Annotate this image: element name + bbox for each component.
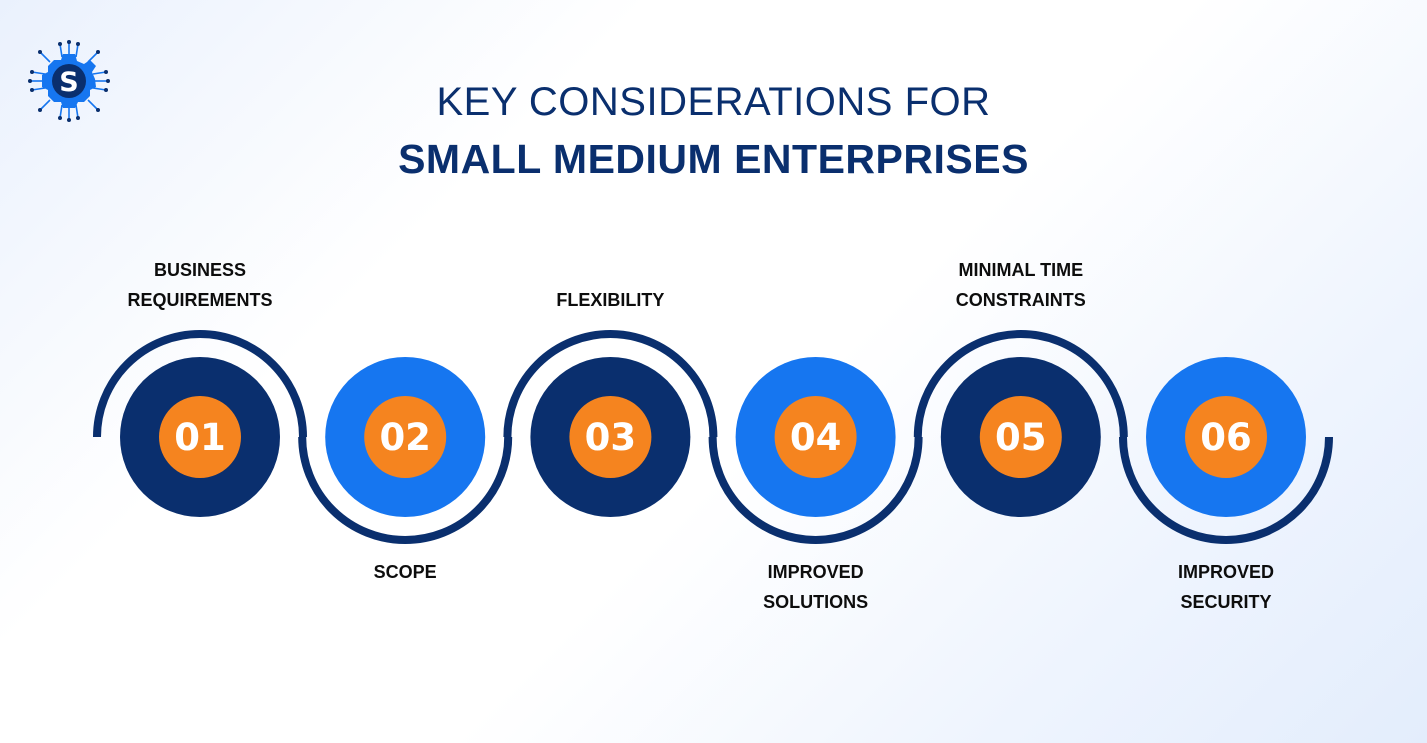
step-number-badge	[159, 396, 241, 478]
step-label-line: IMPROVED	[767, 562, 864, 582]
step-number: 02	[379, 416, 431, 459]
step-number: 04	[790, 416, 842, 459]
step-number-badge	[364, 396, 447, 478]
step-label-line: SOLUTIONS	[763, 592, 869, 612]
step-02: 02	[325, 357, 486, 517]
step-label-line: SECURITY	[1180, 592, 1272, 612]
step-connector-arc	[298, 436, 513, 544]
step-connector-arc	[1119, 436, 1333, 544]
step-label-05: MINIMAL TIME CONSTRAINTS	[901, 255, 1141, 315]
page-title-line1: KEY CONSIDERATIONS FOR	[436, 80, 991, 124]
step-number: 06	[1200, 416, 1252, 459]
step-label-01: BUSINESS REQUIREMENTS	[80, 255, 320, 315]
step-label-line: REQUIREMENTS	[127, 290, 273, 310]
step-number-badge	[774, 396, 857, 478]
step-01: 01	[120, 357, 280, 517]
step-label-04: IMPROVED SOLUTIONS	[696, 557, 936, 617]
step-label-03: FLEXIBILITY	[490, 285, 730, 315]
connector-arcs	[93, 330, 1333, 544]
step-label-line: SCOPE	[373, 562, 437, 582]
step-number: 01	[174, 416, 226, 459]
step-label-line: FLEXIBILITY	[556, 290, 665, 310]
step-connector-arc	[708, 436, 923, 544]
step-label-line: MINIMAL TIME	[958, 260, 1084, 280]
step-connector-arc	[93, 330, 307, 438]
step-label-02: SCOPE	[285, 557, 525, 587]
step-label-line: IMPROVED	[1177, 562, 1274, 582]
page-title-line2: SMALL MEDIUM ENTERPRISES	[398, 136, 1029, 182]
step-number: 03	[585, 416, 637, 459]
step-number: 05	[995, 416, 1047, 459]
step-label-06: IMPROVED SECURITY	[1106, 557, 1346, 617]
step-number-badge	[1185, 396, 1267, 478]
step-06: 06	[1146, 357, 1306, 517]
step-label-line: BUSINESS	[153, 260, 247, 280]
step-connector-arc	[503, 330, 718, 438]
svg-text:S: S	[59, 67, 78, 98]
step-label-line: CONSTRAINTS	[955, 290, 1086, 310]
step-connector-arc	[913, 330, 1128, 438]
step-03: 03	[530, 357, 691, 517]
step-04: 04	[735, 357, 896, 517]
company-logo-icon: S	[28, 40, 110, 122]
step-05: 05	[940, 357, 1101, 517]
step-number-badge	[979, 396, 1062, 478]
step-number-badge	[569, 396, 652, 478]
